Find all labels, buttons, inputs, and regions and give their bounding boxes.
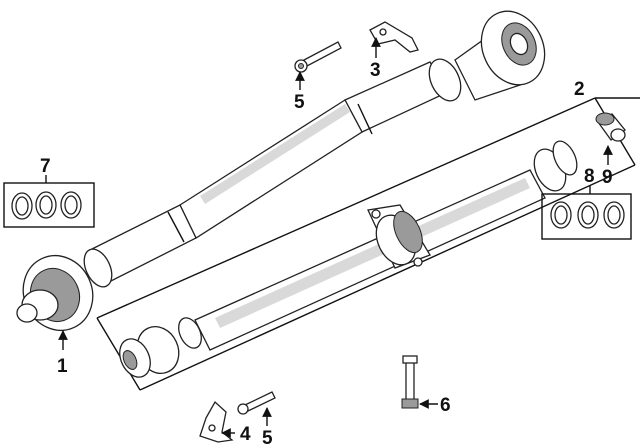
callout-3: 3 [370, 60, 381, 81]
second-driveshaft [119, 140, 578, 378]
rings-kit-8 [541, 193, 632, 240]
callout-2: 2 [574, 79, 585, 100]
callout-6: 6 [440, 395, 451, 416]
callout-5-bottom: 5 [262, 428, 273, 444]
callout-5-top: 5 [294, 92, 305, 113]
bracket-top [369, 21, 419, 53]
seal-9 [595, 112, 626, 142]
bolt-6 [401, 355, 419, 409]
bolt-bottom [237, 391, 276, 415]
bolt-top [294, 41, 342, 73]
callout-7: 7 [40, 156, 51, 177]
callout-1: 1 [57, 356, 68, 377]
callout-8: 8 [584, 166, 595, 187]
callout-4: 4 [240, 424, 251, 444]
rings-kit-7 [3, 182, 95, 228]
leader-lines [45, 37, 613, 438]
main-driveshaft [16, 10, 546, 331]
bracket-bottom [199, 400, 234, 443]
callout-9: 9 [602, 167, 613, 188]
